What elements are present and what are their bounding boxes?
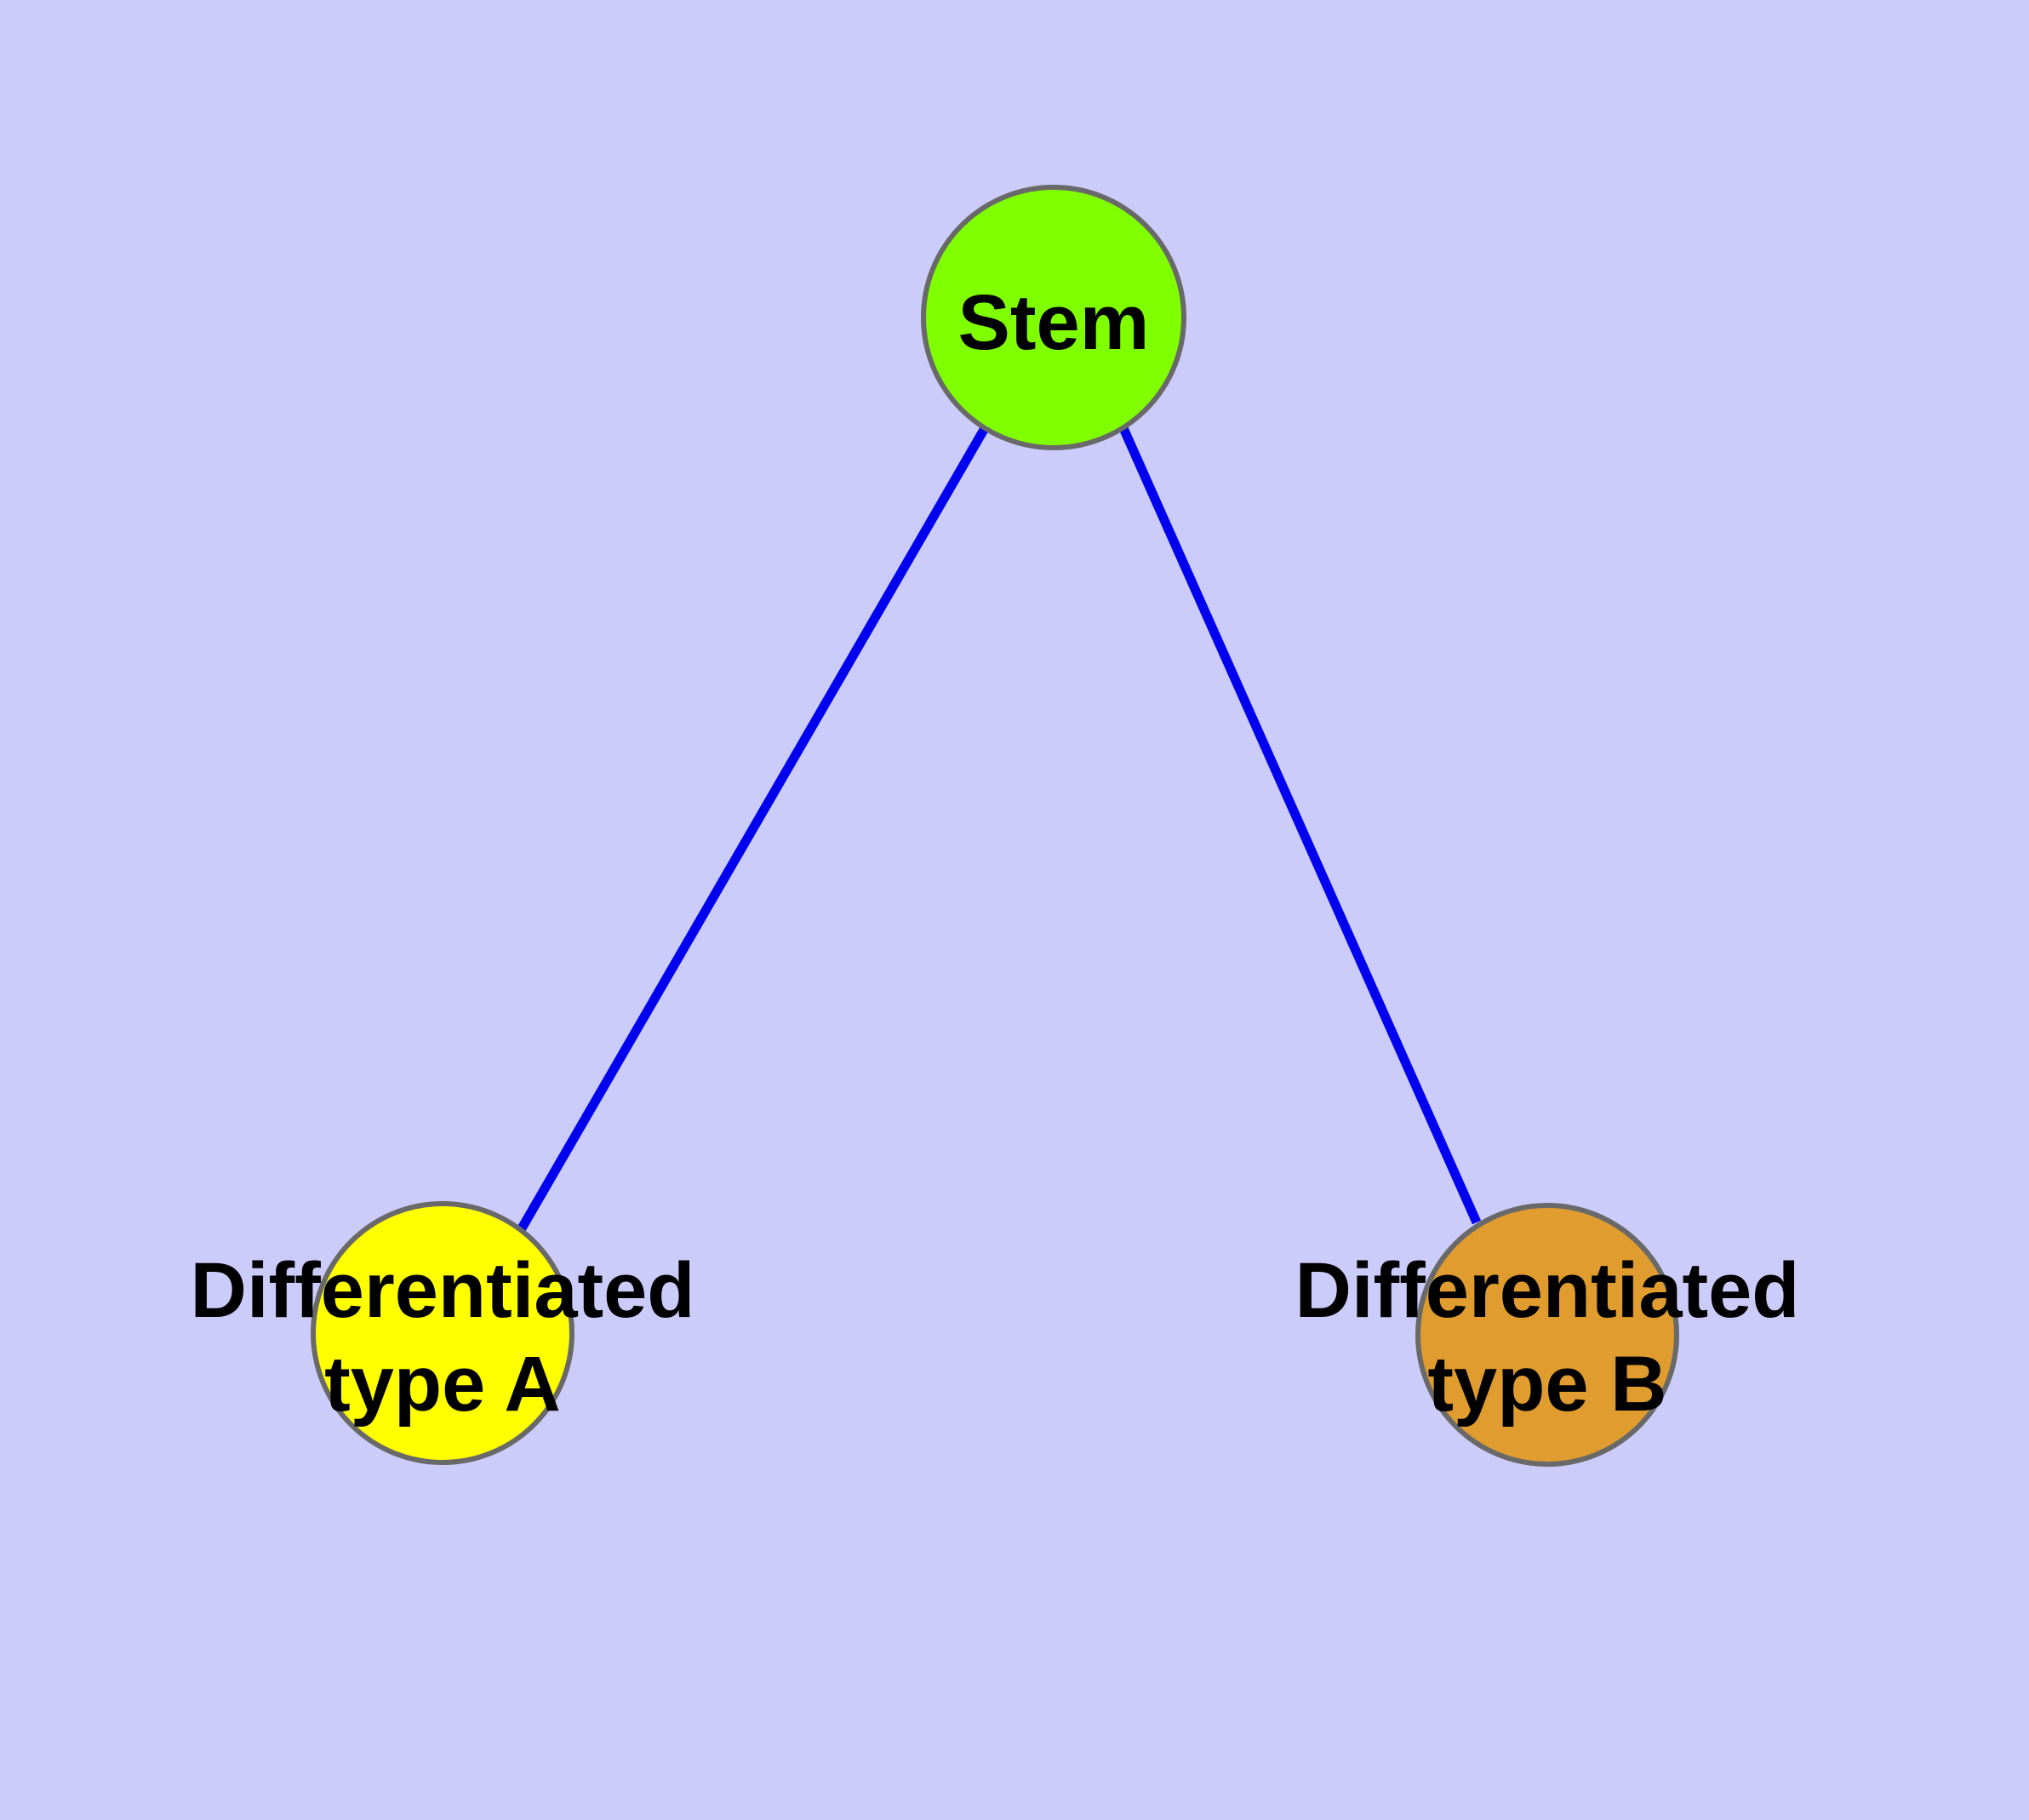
- node-label-line: Differentiated: [1295, 1247, 1800, 1334]
- node-circle-stem[interactable]: [921, 185, 1186, 450]
- node-label-line: type B: [1427, 1341, 1666, 1428]
- graph-node-stem[interactable]: Stem: [921, 185, 1186, 450]
- edges-layer: [517, 426, 1482, 1231]
- graph-edge-stem-to-b[interactable]: [1118, 426, 1482, 1225]
- node-label-line: Stem: [958, 279, 1150, 366]
- node-circle-diff-b[interactable]: [1415, 1203, 1679, 1467]
- node-label-stem: Stem: [958, 279, 1150, 366]
- graph-edge-stem-to-a[interactable]: [517, 426, 989, 1231]
- node-label-line: Differentiated: [191, 1247, 695, 1334]
- node-label-line: type A: [324, 1341, 561, 1428]
- node-circle-diff-a[interactable]: [311, 1201, 574, 1465]
